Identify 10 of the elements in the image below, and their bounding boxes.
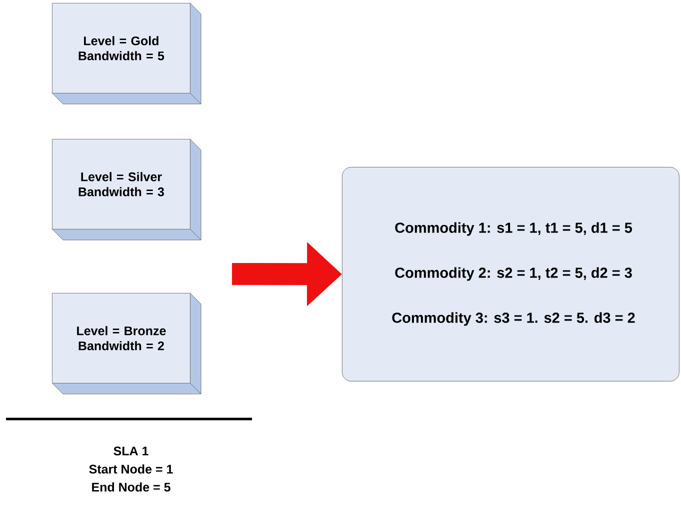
caption-text: SLA 1: [114, 446, 148, 456]
commodity-text: Commodity 2: s2 = 1, t2 = 5, d2 = 3: [395, 267, 632, 281]
commodity-text: Commodity 3: s3 = 1. s2 = 5. d3 = 2: [392, 312, 635, 326]
block-box: Level = Bronze Bandwidth = 2: [52, 292, 202, 394]
commodity-text: Commodity 1: s1 = 1, t1 = 5, d1 = 5: [395, 222, 632, 236]
rounded-box: [342, 167, 680, 382]
block-box: Level = Gold Bandwidth = 5: [52, 2, 202, 104]
caption-text: End Node = 5: [92, 482, 170, 492]
block-box: Level = Silver Bandwidth = 3: [52, 138, 202, 240]
caption-text: Start Node = 1: [89, 464, 173, 474]
